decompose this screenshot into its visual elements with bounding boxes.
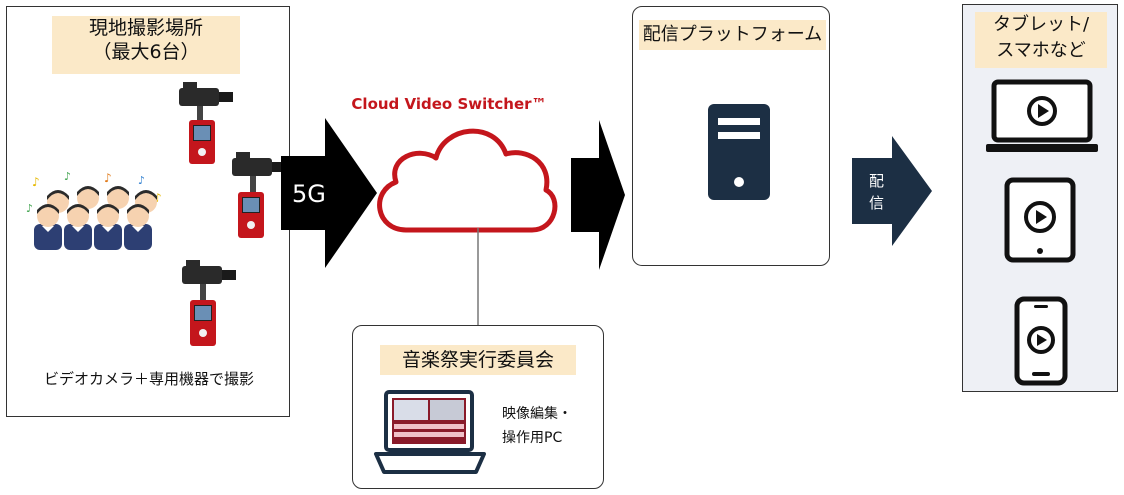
svg-text:♪: ♪ xyxy=(138,174,145,187)
svg-text:♪: ♪ xyxy=(64,170,71,183)
shooting-location-title-line2: （最大6台） xyxy=(92,41,200,63)
shooting-location-title-line1: 現地撮影場所 xyxy=(88,17,203,39)
server-icon xyxy=(708,104,770,200)
video-camera-icon xyxy=(179,82,233,164)
cloud-icon xyxy=(377,128,558,233)
video-camera-icon xyxy=(232,152,286,238)
5g-arrow xyxy=(281,118,377,268)
smartphone-play-icon xyxy=(1014,296,1068,386)
laptop-play-icon xyxy=(986,79,1098,152)
choir-illustration: ♪ ♪ ♪ ♪ ♪ ♪ xyxy=(26,170,162,250)
shooting-caption: ビデオカメラ＋専用機器で撮影 xyxy=(43,370,254,388)
platform-title: 配信プラットフォーム xyxy=(639,20,826,50)
music-note-icon: ♪ ♪ ♪ ♪ ♪ ♪ xyxy=(26,170,162,215)
distribution-label: 配 信 xyxy=(869,170,884,214)
svg-text:♪: ♪ xyxy=(104,171,112,185)
cloud-title: Cloud Video Switcher™ xyxy=(351,95,547,113)
devices-title: タブレット/ スマホなど xyxy=(975,12,1107,68)
svg-text:♪: ♪ xyxy=(154,191,162,205)
svg-text:♪: ♪ xyxy=(32,175,40,189)
devices-title-line1: タブレット/ xyxy=(992,14,1090,35)
svg-text:♪: ♪ xyxy=(26,202,33,215)
committee-title: 音楽祭実行委員会 xyxy=(380,345,576,375)
distribution-label-line1: 配 xyxy=(869,172,885,190)
committee-note-line1: 映像編集・ xyxy=(502,406,572,422)
shooting-location-title: 現地撮影場所 （最大6台） xyxy=(52,16,240,74)
distribution-label-line2: 信 xyxy=(869,194,885,212)
committee-note-line2: 操作用PC xyxy=(502,430,563,446)
laptop-editing-icon xyxy=(374,390,486,474)
to-platform-arrow xyxy=(571,120,625,270)
committee-note: 映像編集・ 操作用PC xyxy=(502,402,572,450)
devices-title-line2: スマホなど xyxy=(996,40,1086,61)
video-camera-icon xyxy=(182,260,236,346)
5g-label: 5G xyxy=(292,180,326,208)
distribution-arrow xyxy=(852,136,932,246)
tablet-play-icon xyxy=(1004,177,1076,263)
connector-line xyxy=(477,228,479,326)
